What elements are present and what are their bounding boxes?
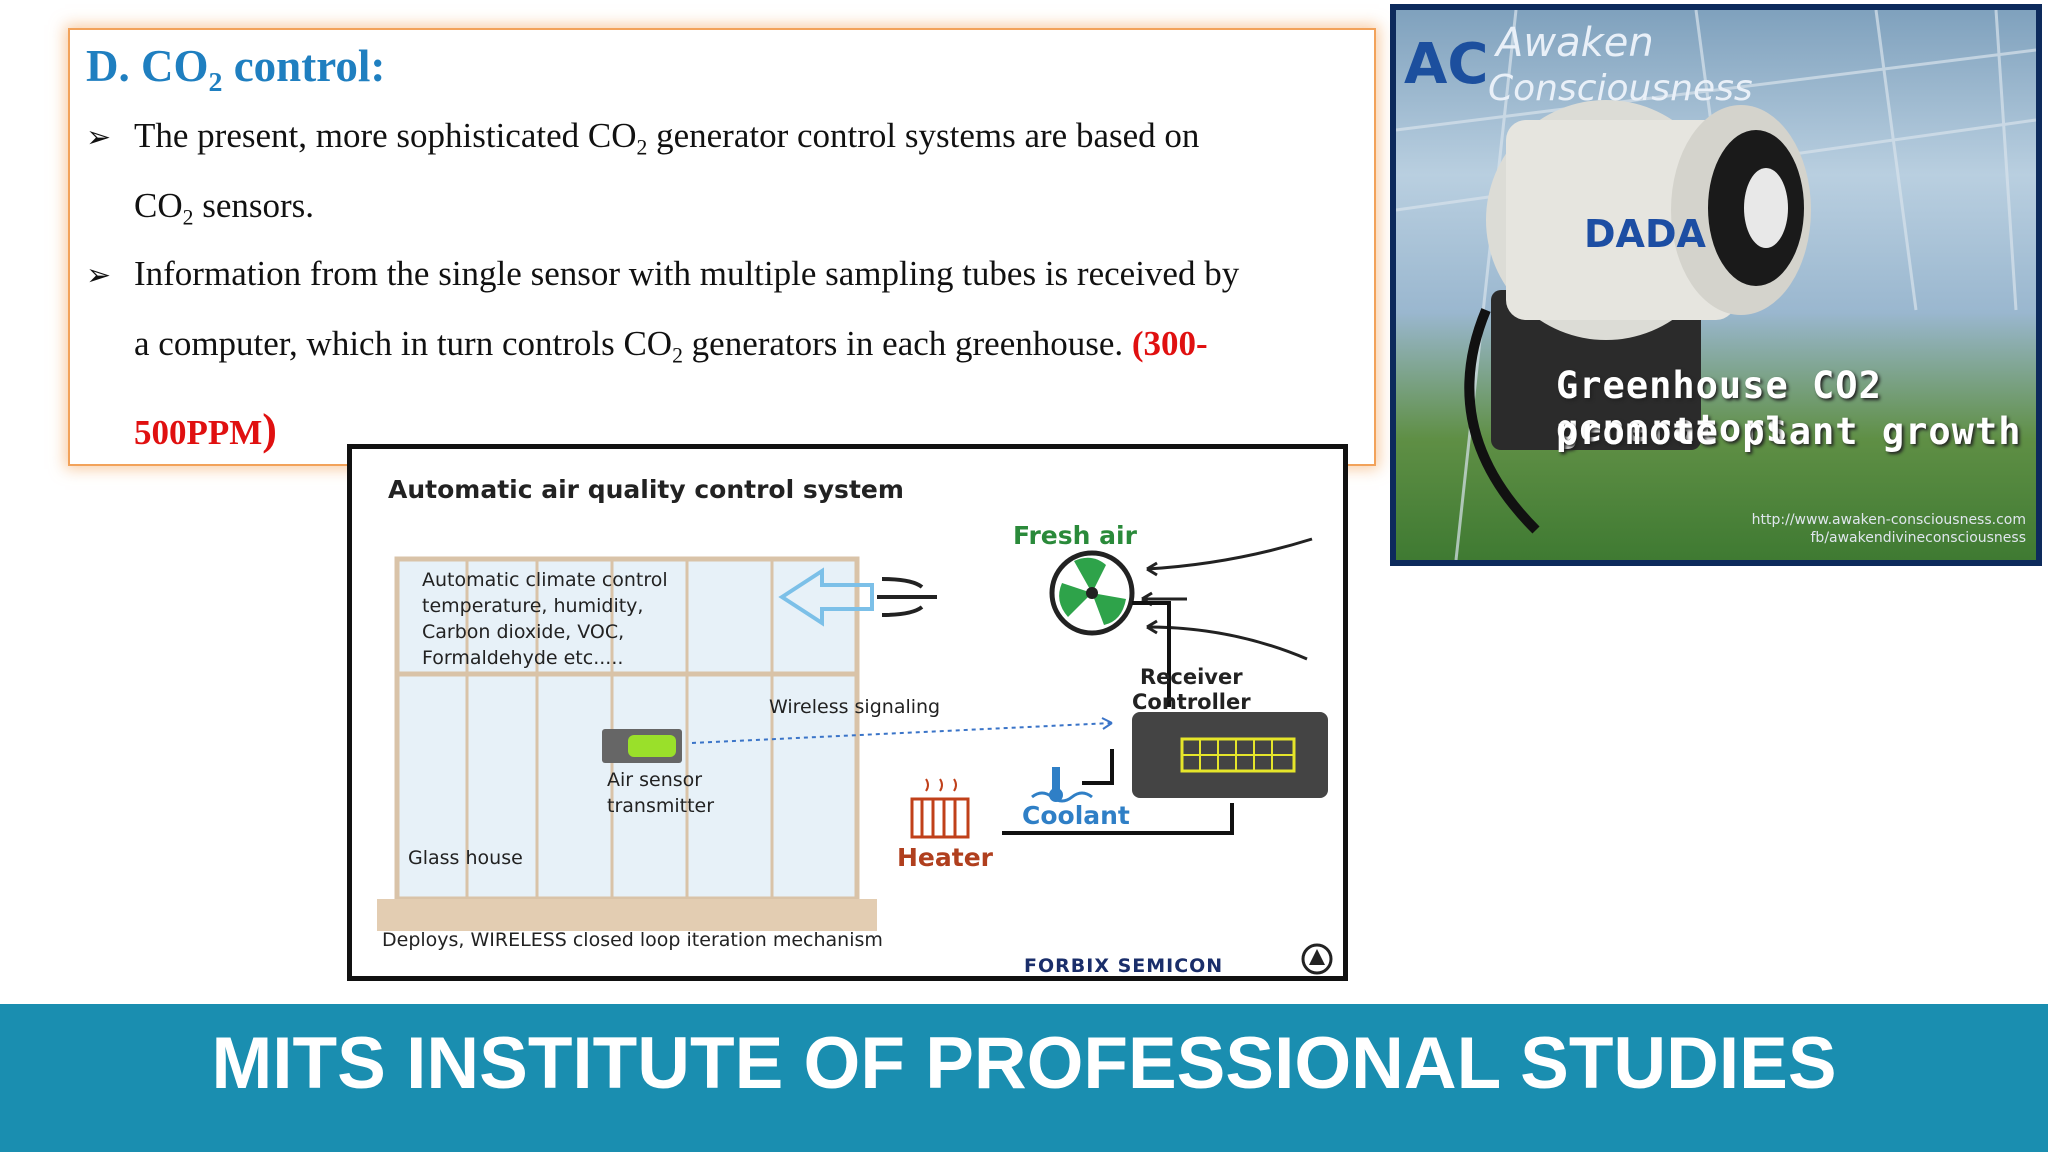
air-quality-diagram: Automatic air quality control system Aut… (347, 444, 1348, 981)
heater-icon (910, 778, 970, 839)
forbix-brand-label: FORBIX SEMICON (1024, 955, 1224, 977)
fresh-air-label: Fresh air (1013, 521, 1137, 550)
photo-caption-line1: Greenhouse CO2 generators (1556, 364, 1882, 450)
bullet2-line1: Information from the single sensor with … (134, 254, 1240, 293)
brand-line2: Consciousness (1488, 68, 1753, 109)
bullet1-line2: CO2 sensors. (134, 186, 315, 230)
glass-house-label: Glass house (408, 847, 523, 869)
greenhouse-co2-generator-photo: AC Awaken Consciousness DADA Greenhouse … (1390, 4, 2042, 566)
glass-house-icon (377, 556, 877, 931)
air-sensor-label: Air sensor transmitter (607, 769, 715, 817)
airflow-arrow-icon (778, 567, 937, 627)
diagram-title: Automatic air quality control system (388, 475, 904, 504)
climate-control-text: Automatic climate control temperature, h… (422, 569, 668, 669)
bullet-arrow-icon: ➢ (86, 121, 112, 154)
ppm-range-end: 500PPM (134, 413, 263, 452)
coolant-label: Coolant (1022, 801, 1130, 830)
brand-line1: Awaken (1496, 20, 1654, 66)
bullet2-line2: a computer, which in turn controls CO2 g… (134, 324, 1208, 368)
footer-banner: MITS INSTITUTE OF PROFESSIONAL STUDIES (0, 1004, 2048, 1152)
air-sensor-icon (602, 729, 682, 763)
fan-icon (1049, 550, 1135, 636)
heater-label: Heater (897, 843, 993, 872)
photo-url: http://www.awaken-consciousness.com (1751, 512, 2026, 528)
wireless-signaling-label: Wireless signaling (769, 696, 941, 718)
bullet-arrow-icon: ➢ (86, 259, 112, 292)
content-textbox (68, 28, 1376, 466)
photo-fb-url: fb/awakendivineconsciousness (1810, 530, 2027, 546)
institute-title: MITS INSTITUTE OF PROFESSIONAL STUDIES (211, 1023, 1837, 1104)
receiver-controller-icon (1132, 712, 1328, 798)
co2-generator-icon (1464, 100, 1811, 534)
receiver-controller-label: Receiver Controller (1132, 665, 1251, 714)
forbix-logo-icon (1301, 943, 1333, 975)
deploys-caption: Deploys, WIRELESS closed loop iteration … (382, 929, 883, 951)
bullet1-line1: The present, more sophisticated CO2 gene… (134, 116, 1200, 160)
awaken-logo-icon: AC (1404, 32, 1489, 97)
section-heading: D. CO2 control: (86, 41, 386, 98)
photo-caption-line2: promote plant growth (1556, 410, 2022, 453)
coolant-icon (1031, 767, 1093, 803)
ppm-range-start: (300- (1131, 324, 1208, 363)
device-label: DADA (1584, 212, 1706, 256)
wireless-signal-line (691, 722, 1113, 744)
bullet2-line3: 500PPM) (134, 405, 277, 454)
